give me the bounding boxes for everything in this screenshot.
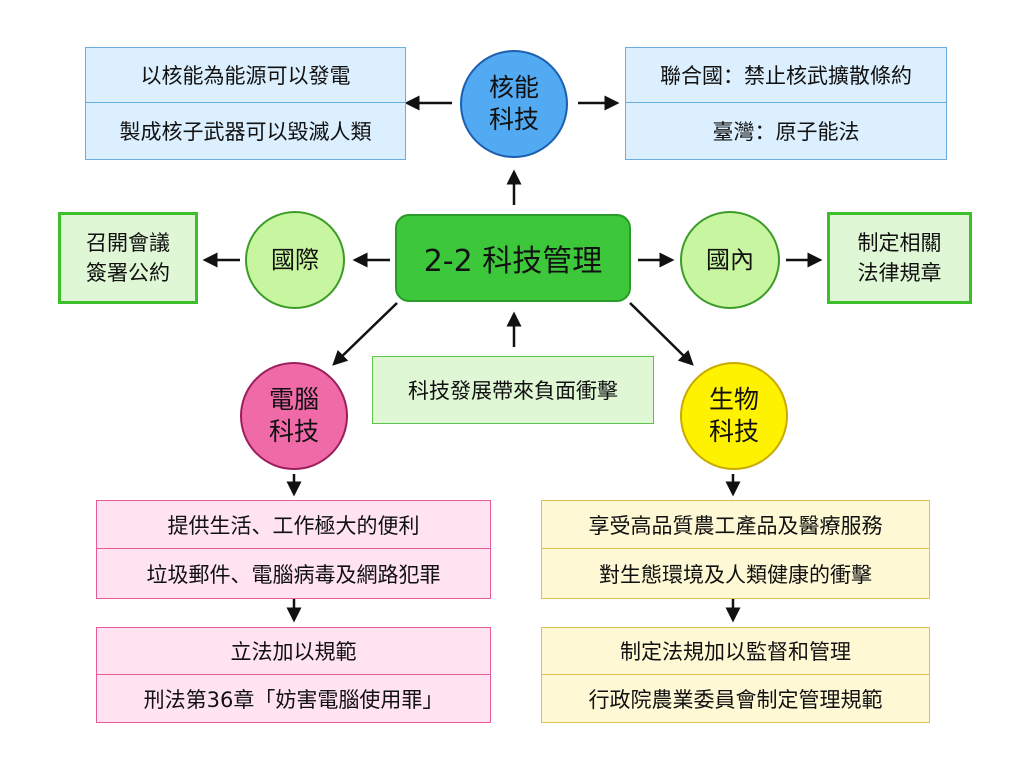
nuclear-tech-circle: 核能 科技 <box>460 50 568 158</box>
nuclear-circle-line-2: 科技 <box>488 105 539 134</box>
domestic-box-line-2: 法律規章 <box>857 261 942 285</box>
nuclear-circle-line-1: 核能 <box>488 73 539 102</box>
domestic-box-line-1: 制定相關 <box>857 231 942 255</box>
domestic-box: 制定相關 法律規章 <box>827 212 972 304</box>
computer-circle-line-2: 科技 <box>268 417 319 446</box>
biotech-management-row-1: 制定法規加以監督和管理 <box>541 627 930 675</box>
center-topic-label: 2-2 科技管理 <box>423 244 603 279</box>
biotech-circle: 生物 科技 <box>680 362 788 470</box>
international-box: 召開會議 簽署公約 <box>58 212 198 304</box>
negative-impact-box: 科技發展帶來負面衝擊 <box>372 356 654 424</box>
arrow-center-to-biotech <box>629 302 694 366</box>
biotech-circle-line-2: 科技 <box>708 417 759 446</box>
international-box-line-1: 召開會議 <box>86 231 170 255</box>
computer-circle-line-1: 電腦 <box>268 385 319 414</box>
biotech-effect-row-1: 享受高品質農工產品及醫療服務 <box>541 500 930 549</box>
computer-tech-circle: 電腦 科技 <box>240 362 348 470</box>
nuclear-right-row-2: 臺灣：原子能法 <box>625 103 947 160</box>
arrow-center-to-computer <box>332 302 398 366</box>
international-box-line-2: 簽署公約 <box>86 261 170 285</box>
nuclear-right-row-1: 聯合國：禁止核武擴散條約 <box>625 47 947 103</box>
nuclear-left-row-1: 以核能為能源可以發電 <box>85 47 406 103</box>
international-circle-label: 國際 <box>271 246 319 274</box>
domestic-circle: 國內 <box>680 211 780 309</box>
biotech-circle-line-1: 生物 <box>708 385 759 414</box>
nuclear-left-row-2: 製成核子武器可以毀滅人類 <box>85 103 406 160</box>
computer-effect-row-1: 提供生活、工作極大的便利 <box>96 500 491 549</box>
computer-management-row-1: 立法加以規範 <box>96 627 491 675</box>
center-topic-box: 2-2 科技管理 <box>395 214 631 302</box>
biotech-management-row-2: 行政院農業委員會制定管理規範 <box>541 675 930 723</box>
domestic-circle-label: 國內 <box>706 246 754 274</box>
international-circle: 國際 <box>245 211 345 309</box>
computer-management-row-2: 刑法第36章「妨害電腦使用罪」 <box>96 675 491 723</box>
computer-effect-row-2: 垃圾郵件、電腦病毒及網路犯罪 <box>96 549 491 599</box>
biotech-effect-row-2: 對生態環境及人類健康的衝擊 <box>541 549 930 599</box>
